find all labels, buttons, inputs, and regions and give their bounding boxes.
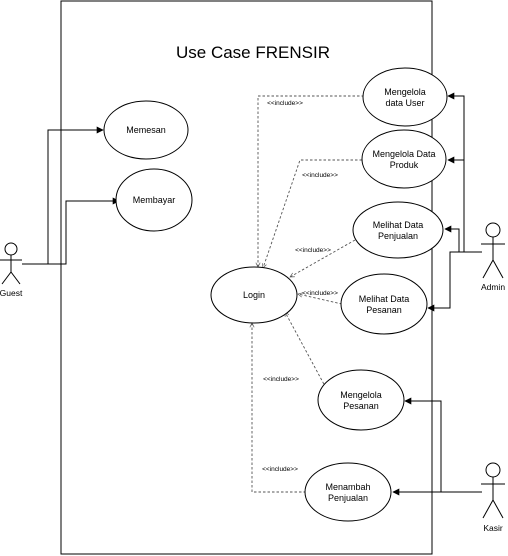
svg-text:Melihat Data: Melihat Data [373,220,424,230]
svg-text:Menambah: Menambah [325,482,370,492]
include-menambah-penjualan [252,323,306,493]
include-mengelola-data-user [258,95,364,267]
svg-text:Login: Login [243,290,265,300]
actor-kasir: Kasir [481,462,505,533]
use-case-menambah-penjualan: Menambah Penjualan [304,462,392,522]
svg-text:Admin: Admin [481,282,505,292]
svg-text:Mengelola: Mengelola [384,87,426,97]
use-case-melihat-data-pesanan: Melihat Data Pesanan [340,273,428,335]
svg-text:Guest: Guest [0,288,23,298]
svg-text:Penjualan: Penjualan [378,231,418,241]
admin-mengelola-data-produk-association [447,156,482,253]
include-label-data-penjualan: <<include>> [295,247,331,254]
use-case-melihat-data-penjualan: Melihat Data Penjualan [352,201,444,259]
diagram-title: Use Case FRENSIR [176,43,330,62]
svg-text:Pesanan: Pesanan [366,305,402,315]
include-label-menambah-penjualan: <<include>> [262,466,298,473]
svg-text:Mengelola Data: Mengelola Data [372,149,435,159]
svg-text:Membayar: Membayar [133,195,176,205]
actor-guest: Guest [0,242,23,298]
include-label-data-user: <<include>> [267,100,303,107]
use-case-mengelola-data-user: Mengelola data User [362,67,448,127]
svg-text:Mengelola: Mengelola [340,390,382,400]
include-label-mengelola-pesanan: <<include>> [263,376,299,383]
include-label-data-produk: <<include>> [302,172,338,179]
svg-text:Penjualan: Penjualan [328,493,368,503]
include-label-data-pesanan: <<include>> [302,290,338,297]
svg-text:Pesanan: Pesanan [343,401,379,411]
use-case-membayar: Membayar [115,168,193,232]
include-melihat-data-pesanan [298,294,343,305]
svg-text:Memesan: Memesan [126,125,166,135]
svg-text:Kasir: Kasir [483,523,503,533]
guest-membayar-association [22,197,120,265]
svg-text:Melihat Data: Melihat Data [359,294,410,304]
use-case-login: Login [210,266,298,324]
use-case-mengelola-data-produk: Mengelola Data Produk [361,129,447,189]
svg-text:data User: data User [385,98,424,108]
actor-admin: Admin [481,222,505,292]
include-melihat-data-penjualan [290,239,356,278]
use-case-mengelola-pesanan: Mengelola Pesanan [317,369,405,431]
include-mengelola-pesanan [284,312,327,389]
use-case-memesan: Memesan [103,100,189,160]
svg-text:Produk: Produk [390,160,419,170]
admin-melihat-data-pesanan-association [427,251,482,312]
